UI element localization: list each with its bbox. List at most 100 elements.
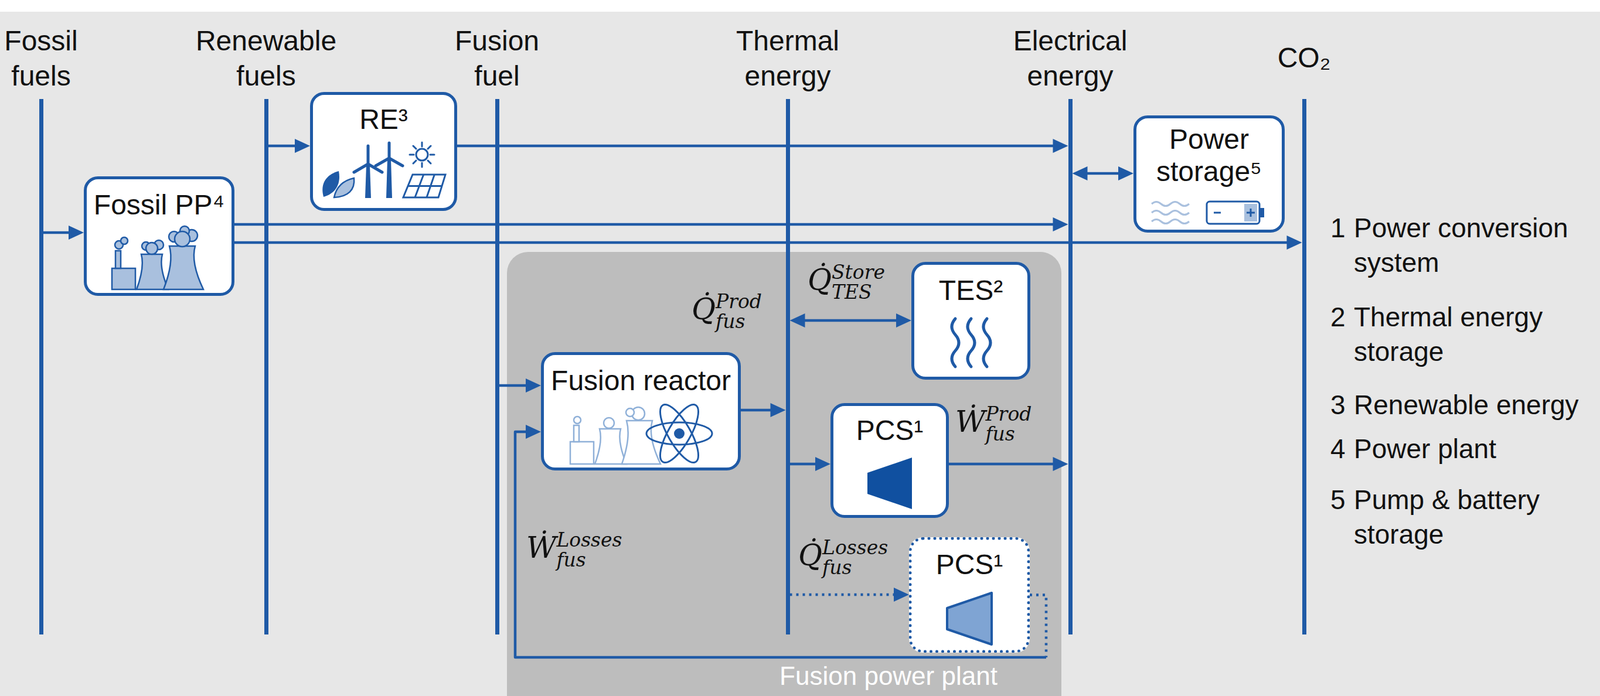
footnote-number: 2	[1330, 300, 1346, 335]
flow-label: Ẇ Losses fus	[526, 530, 623, 571]
component-box: Fossil PP⁴	[83, 176, 235, 296]
water-waves	[1151, 202, 1190, 224]
dotted-flow-line	[1029, 595, 1047, 659]
flow-line	[515, 431, 1047, 658]
flow-label: Q̇ Losses fus	[798, 538, 888, 578]
flow-line	[234, 241, 1289, 245]
math-scripts: Prod fus	[985, 404, 1032, 445]
heat-icon	[944, 316, 998, 370]
subscript: TES	[831, 282, 885, 303]
plant-buildings	[111, 226, 204, 290]
component-label: PCS¹	[917, 548, 1021, 581]
bus-heading: Fusion fuel	[447, 23, 547, 94]
arrow-head	[1287, 235, 1303, 250]
superscript: Prod	[715, 291, 762, 312]
dotted-flow-line	[790, 593, 897, 597]
wind-turbines	[353, 143, 403, 199]
plant-boundary: Fusion power plantTES² Fusion reactor PC…	[506, 252, 1062, 696]
energy-carrier-bus: Renewable fuels	[264, 99, 269, 635]
arrow-head	[525, 424, 541, 439]
loss-component-box: PCS¹	[909, 537, 1030, 653]
superscript: Losses	[822, 538, 888, 558]
flow-connector	[790, 313, 912, 328]
power-plant-icon	[109, 225, 210, 291]
bus-heading: Electrical energy	[1002, 23, 1138, 94]
math-scripts: Losses fus	[822, 538, 888, 578]
arrow-head	[1118, 166, 1134, 181]
energy-carrier-bus: Fossil fuels	[39, 99, 44, 635]
math-symbol: Q̇	[798, 538, 823, 573]
math-scripts: Store TES	[831, 262, 885, 303]
flow-connector	[740, 403, 786, 418]
solar-panel	[403, 174, 446, 198]
flow-line	[457, 144, 1055, 148]
flow-label: Ẇ Prod fus	[955, 404, 1032, 445]
component-label: PCS¹	[839, 414, 941, 447]
arrow-head	[896, 313, 912, 328]
arrow-head	[1053, 217, 1069, 232]
flow-line	[43, 231, 71, 235]
flow-connector	[515, 424, 1047, 658]
flow-label: Q̇ Prod fus	[691, 291, 762, 332]
flow-connector	[234, 217, 1069, 232]
arrow-head	[893, 587, 910, 602]
energy-carrier-bus: Fusion fuel	[495, 99, 500, 635]
arrow-head	[525, 378, 541, 393]
math-symbol: Ẇ	[526, 530, 557, 565]
component-label: Fossil PP⁴	[92, 188, 226, 221]
flow-line	[1086, 172, 1121, 176]
subscript: fus	[822, 557, 888, 578]
component-box: Power storage⁵	[1133, 115, 1285, 233]
energy-carrier-bus: CO₂	[1302, 99, 1307, 635]
component-label: Fusion reactor	[549, 364, 733, 397]
footnote-text: Power plant	[1353, 431, 1589, 467]
atom	[646, 400, 713, 466]
arrow-head	[1072, 166, 1088, 181]
math-symbol: Q̇	[807, 263, 832, 298]
turbine-symbol	[860, 455, 919, 512]
flow-connector	[43, 225, 85, 240]
component-box: RE³	[310, 92, 458, 211]
superscript: Prod	[985, 404, 1032, 425]
flow-connector	[499, 378, 542, 393]
turbine-symbol	[940, 590, 999, 648]
math-scripts: Losses fus	[556, 530, 622, 571]
arrow-head	[1053, 138, 1069, 153]
math-scripts: Prod fus	[715, 291, 762, 332]
arrow-head	[1053, 457, 1069, 472]
flow-connector	[790, 457, 832, 472]
reactor-icon	[567, 400, 715, 466]
bus-heading: Thermal energy	[723, 23, 853, 94]
arrow-head	[294, 138, 311, 153]
heat-waves	[951, 318, 991, 367]
flow-connector	[457, 138, 1069, 153]
flow-line	[948, 463, 1055, 466]
flow-line	[803, 319, 899, 323]
flow-connector	[790, 587, 910, 602]
turbine-shape	[947, 593, 992, 645]
flow-line	[790, 463, 818, 466]
superscript: Store	[831, 262, 885, 283]
turbine-shape	[867, 457, 912, 510]
plant-label: Fusion power plant	[779, 663, 998, 690]
footnote-text: Thermal energy storage	[1353, 300, 1589, 370]
top-strip	[0, 0, 1600, 12]
arrow-head	[790, 313, 806, 328]
subscript: fus	[715, 311, 762, 332]
footnote-number: 3	[1330, 387, 1346, 423]
component-box: PCS¹	[830, 403, 949, 519]
component-box: Fusion reactor	[540, 352, 741, 471]
battery	[1206, 201, 1265, 224]
flow-line	[268, 144, 298, 148]
math-symbol: Q̇	[691, 292, 716, 327]
arrow-head	[815, 457, 831, 472]
flow-label: Q̇ Store TES	[807, 262, 885, 303]
flow-line	[499, 384, 529, 388]
flow-line	[740, 409, 773, 413]
flow-connector	[1072, 166, 1135, 181]
leaves	[322, 171, 354, 198]
subscript: fus	[985, 424, 1032, 445]
storage-icon	[1150, 198, 1268, 228]
